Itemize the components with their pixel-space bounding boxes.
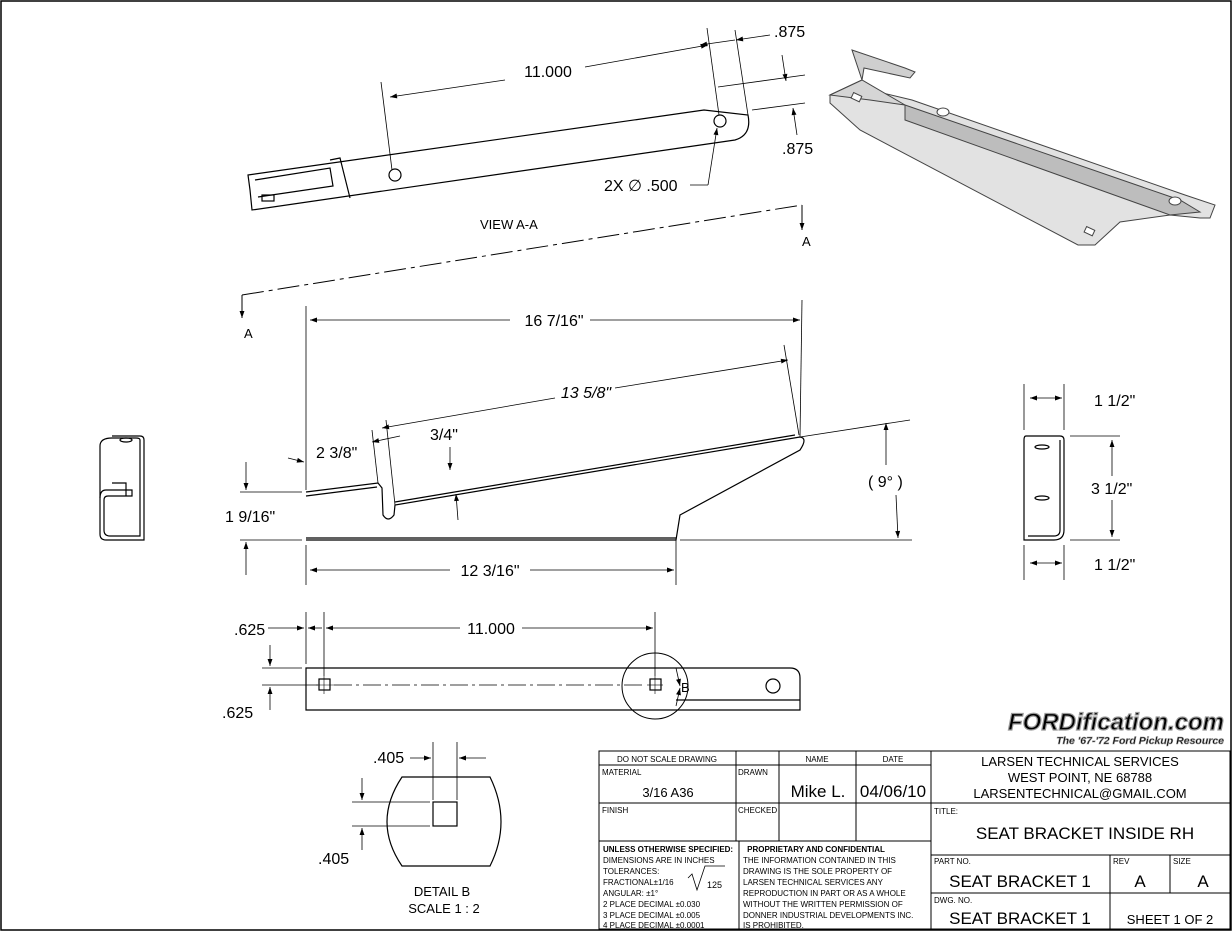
dim-13-5-8: 13 5/8" bbox=[561, 385, 612, 402]
view-label: VIEW A-A bbox=[480, 217, 538, 232]
tb-size-label: SIZE bbox=[1173, 857, 1191, 866]
tb-drawn-label: DRAWN bbox=[738, 768, 768, 777]
dim-detail-405-b: .405 bbox=[318, 851, 349, 868]
tb-material-value: 3/16 A36 bbox=[642, 785, 693, 800]
tb-part-value: SEAT BRACKET 1 bbox=[949, 872, 1091, 891]
detail-caption-title: DETAIL B bbox=[414, 884, 470, 899]
tb-size-value: A bbox=[1197, 872, 1209, 891]
tb-tolerances: UNLESS OTHERWISE SPECIFIED: DIMENSIONS A… bbox=[603, 845, 733, 930]
dim-top-875-b: .875 bbox=[782, 141, 813, 158]
right-side-view bbox=[1023, 384, 1120, 580]
bottom-view bbox=[262, 612, 801, 720]
tb-drawn-name: Mike L. bbox=[791, 782, 846, 801]
tb-title-label: TITLE: bbox=[934, 807, 958, 816]
title-block bbox=[598, 750, 1231, 930]
front-view bbox=[240, 299, 912, 585]
tb-tolerance-line: TOLERANCES: bbox=[603, 867, 659, 876]
tb-dwg-value: SEAT BRACKET 1 bbox=[949, 909, 1091, 928]
tb-tolerance-line: FRACTIONAL±1/16 bbox=[603, 878, 674, 887]
watermark-brand: FORDification.com bbox=[1008, 709, 1224, 736]
tb-tolerance-line: 3 PLACE DECIMAL ±0.005 bbox=[603, 911, 701, 920]
dim-12-3-16: 12 3/16" bbox=[460, 563, 519, 580]
dim-detail-405-a: .405 bbox=[373, 750, 404, 767]
tb-company-address: WEST POINT, NE 68788 bbox=[1008, 770, 1152, 785]
tb-part-label: PART NO. bbox=[934, 857, 971, 866]
detail-b-view bbox=[352, 742, 502, 867]
dim-side-3-1-2: 3 1/2" bbox=[1091, 481, 1132, 498]
tb-proprietary-line: DONNER INDUSTRIAL DEVELOPMENTS INC. bbox=[743, 911, 913, 920]
tb-proprietary-line: WITHOUT THE WRITTEN PERMISSION OF bbox=[743, 900, 903, 909]
tb-tolerance-line: ANGULAR: ±1° bbox=[603, 889, 658, 898]
tb-rev-label: REV bbox=[1113, 857, 1130, 866]
tb-proprietary-line: IS PROHIBITED. bbox=[743, 921, 804, 930]
dim-16-7-16: 16 7/16" bbox=[524, 313, 583, 330]
tb-drawn-date: 04/06/10 bbox=[860, 782, 926, 801]
tb-proprietary-line: DRAWING IS THE SOLE PROPERTY OF bbox=[743, 867, 892, 876]
hole-2 bbox=[713, 114, 727, 128]
watermark-tagline: The '67-'72 Ford Pickup Resource bbox=[1056, 735, 1224, 747]
isometric-view bbox=[828, 49, 1216, 246]
tb-surface-finish: 125 bbox=[707, 880, 722, 890]
tb-company-email: LARSENTECHNICAL@GMAIL.COM bbox=[973, 786, 1186, 801]
hole-1 bbox=[388, 168, 402, 182]
tb-proprietary-title: PROPRIETARY AND CONFIDENTIAL bbox=[747, 845, 885, 854]
dim-bottom-625-b: .625 bbox=[222, 705, 253, 722]
tb-name-header: NAME bbox=[805, 755, 828, 764]
tb-date-header: DATE bbox=[883, 755, 904, 764]
dim-angle: ( 9° ) bbox=[868, 474, 903, 491]
tb-tolerance-line: 4 PLACE DECIMAL ±0.0001 bbox=[603, 921, 705, 930]
section-letter-left: A bbox=[244, 326, 253, 341]
tb-tolerance-line: DIMENSIONS ARE IN INCHES bbox=[603, 856, 715, 865]
tb-sheet: SHEET 1 OF 2 bbox=[1127, 912, 1213, 927]
tb-title-value: SEAT BRACKET INSIDE RH bbox=[976, 824, 1194, 843]
tb-company-name: LARSEN TECHNICAL SERVICES bbox=[981, 754, 1179, 769]
tb-tolerance-line: UNLESS OTHERWISE SPECIFIED: bbox=[603, 845, 733, 854]
tb-do-not-scale: DO NOT SCALE DRAWING bbox=[617, 755, 717, 764]
dim-1-9-16: 1 9/16" bbox=[225, 509, 275, 526]
tb-proprietary: PROPRIETARY AND CONFIDENTIAL THE INFORMA… bbox=[743, 845, 913, 930]
dim-side-1-1-2-top: 1 1/2" bbox=[1094, 393, 1135, 410]
dim-hole-callout: 2X ∅ .500 bbox=[604, 178, 678, 195]
tb-rev-value: A bbox=[1134, 872, 1146, 891]
dim-bottom-625-a: .625 bbox=[234, 622, 265, 639]
detail-letter: B bbox=[681, 680, 690, 695]
detail-caption-scale: SCALE 1 : 2 bbox=[408, 901, 480, 916]
tb-finish-label: FINISH bbox=[602, 806, 628, 815]
left-side-view bbox=[99, 435, 145, 541]
tb-proprietary-line: LARSEN TECHNICAL SERVICES ANY bbox=[743, 878, 884, 887]
dim-side-1-1-2-bottom: 1 1/2" bbox=[1094, 557, 1135, 574]
watermark-logo: FORDification.com The '67-'72 Ford Picku… bbox=[1007, 708, 1224, 747]
tb-material-label: MATERIAL bbox=[602, 768, 642, 777]
dim-2-3-8: 2 3/8" bbox=[316, 445, 357, 462]
section-letter-right: A bbox=[802, 234, 811, 249]
tb-proprietary-line: THE INFORMATION CONTAINED IN THIS bbox=[743, 856, 896, 865]
tb-tolerance-line: 2 PLACE DECIMAL ±0.030 bbox=[603, 900, 701, 909]
tb-checked-label: CHECKED bbox=[738, 806, 777, 815]
tb-proprietary-line: REPRODUCTION IN PART OR AS A WHOLE bbox=[743, 889, 906, 898]
dim-bottom-11000: 11.000 bbox=[467, 621, 515, 638]
dim-3-4: 3/4" bbox=[430, 427, 458, 444]
view-a-a bbox=[239, 27, 806, 318]
tb-dwg-label: DWG. NO. bbox=[934, 896, 972, 905]
dim-top-11000: 11.000 bbox=[524, 64, 572, 81]
dim-top-875-a: .875 bbox=[774, 24, 805, 41]
